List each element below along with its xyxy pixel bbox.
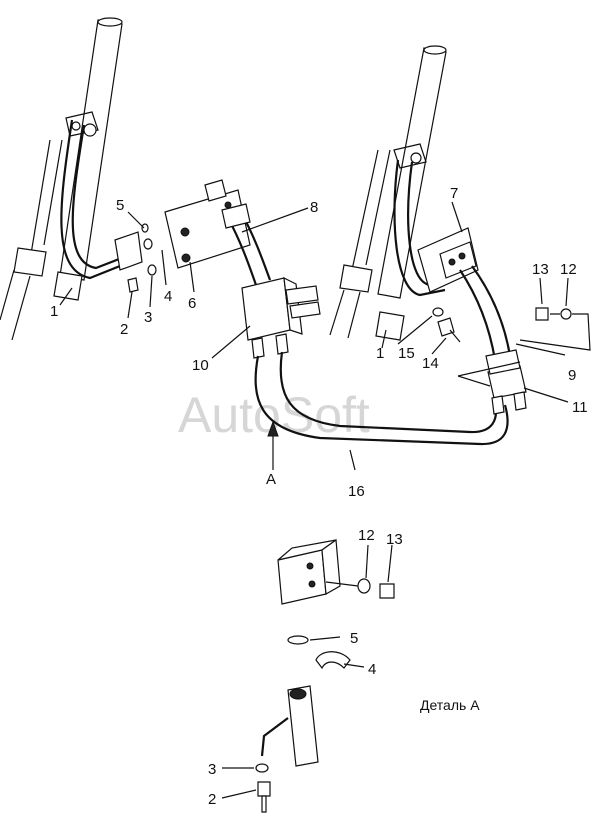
detail-axis-line — [325, 581, 359, 587]
callout-14: 14 — [422, 355, 439, 372]
right-lift-cylinder — [329, 45, 447, 341]
callout-1-right: 1 — [376, 345, 384, 362]
callout-2-detail: 2 — [208, 791, 216, 808]
detail-washer-12 — [357, 578, 371, 594]
callout-3-detail: 3 — [208, 761, 216, 778]
callout-2-top: 2 — [120, 321, 128, 338]
callout-4-detail: 4 — [368, 661, 376, 678]
hoses-part-9 — [459, 265, 512, 361]
callout-1-left: 1 — [50, 303, 58, 320]
callout-10: 10 — [192, 357, 209, 374]
left-lift-cylinder — [0, 17, 123, 341]
callout-8: 8 — [310, 199, 318, 216]
callout-3-top: 3 — [144, 309, 152, 326]
callout-4-top: 4 — [164, 288, 172, 305]
view-a-arrow — [267, 420, 279, 470]
callout-13-top: 13 — [532, 261, 549, 278]
detail-block — [277, 538, 341, 605]
left-cylinder-hoses — [60, 111, 143, 280]
callout-15: 15 — [398, 345, 415, 362]
callout-13-detail: 13 — [386, 531, 403, 548]
valve-block — [241, 276, 321, 359]
washer-part-12 — [560, 308, 572, 320]
callout-5-top: 5 — [116, 197, 124, 214]
bolt-part-13 — [535, 307, 549, 321]
callout-9: 9 — [568, 367, 576, 384]
left-fittings — [127, 223, 157, 293]
detail-fitting — [260, 685, 319, 767]
detail-washer-3 — [255, 763, 269, 773]
callout-5-detail: 5 — [350, 630, 358, 647]
callout-7: 7 — [450, 185, 458, 202]
detail-bolt-13 — [379, 583, 395, 599]
washer-part-15 — [432, 307, 444, 317]
detail-bolt-2 — [257, 781, 271, 813]
callout-11: 11 — [572, 399, 588, 416]
hoses-part-8 — [221, 203, 272, 286]
plane-line-9 — [457, 361, 521, 387]
main-hoses-part-16 — [254, 351, 509, 446]
callout-labels: 1 2 3 4 5 6 7 8 9 10 11 12 13 14 15 1 16… — [50, 185, 588, 808]
hidden-line-12-13 — [519, 313, 591, 351]
callout-6: 6 — [188, 295, 196, 312]
detail-o-ring-5 — [287, 635, 309, 645]
bolt-part-14 — [437, 317, 461, 343]
callout-16: 16 — [348, 483, 365, 500]
callout-12-top: 12 — [560, 261, 577, 278]
detail-caption: Деталь А — [420, 697, 480, 713]
leader-lines — [59, 201, 569, 799]
bracket-part-7 — [417, 227, 479, 293]
callout-12-detail: 12 — [358, 527, 375, 544]
view-marker-a: A — [266, 471, 276, 488]
right-valve-block — [485, 349, 527, 415]
detail-clamp-4 — [315, 651, 351, 670]
